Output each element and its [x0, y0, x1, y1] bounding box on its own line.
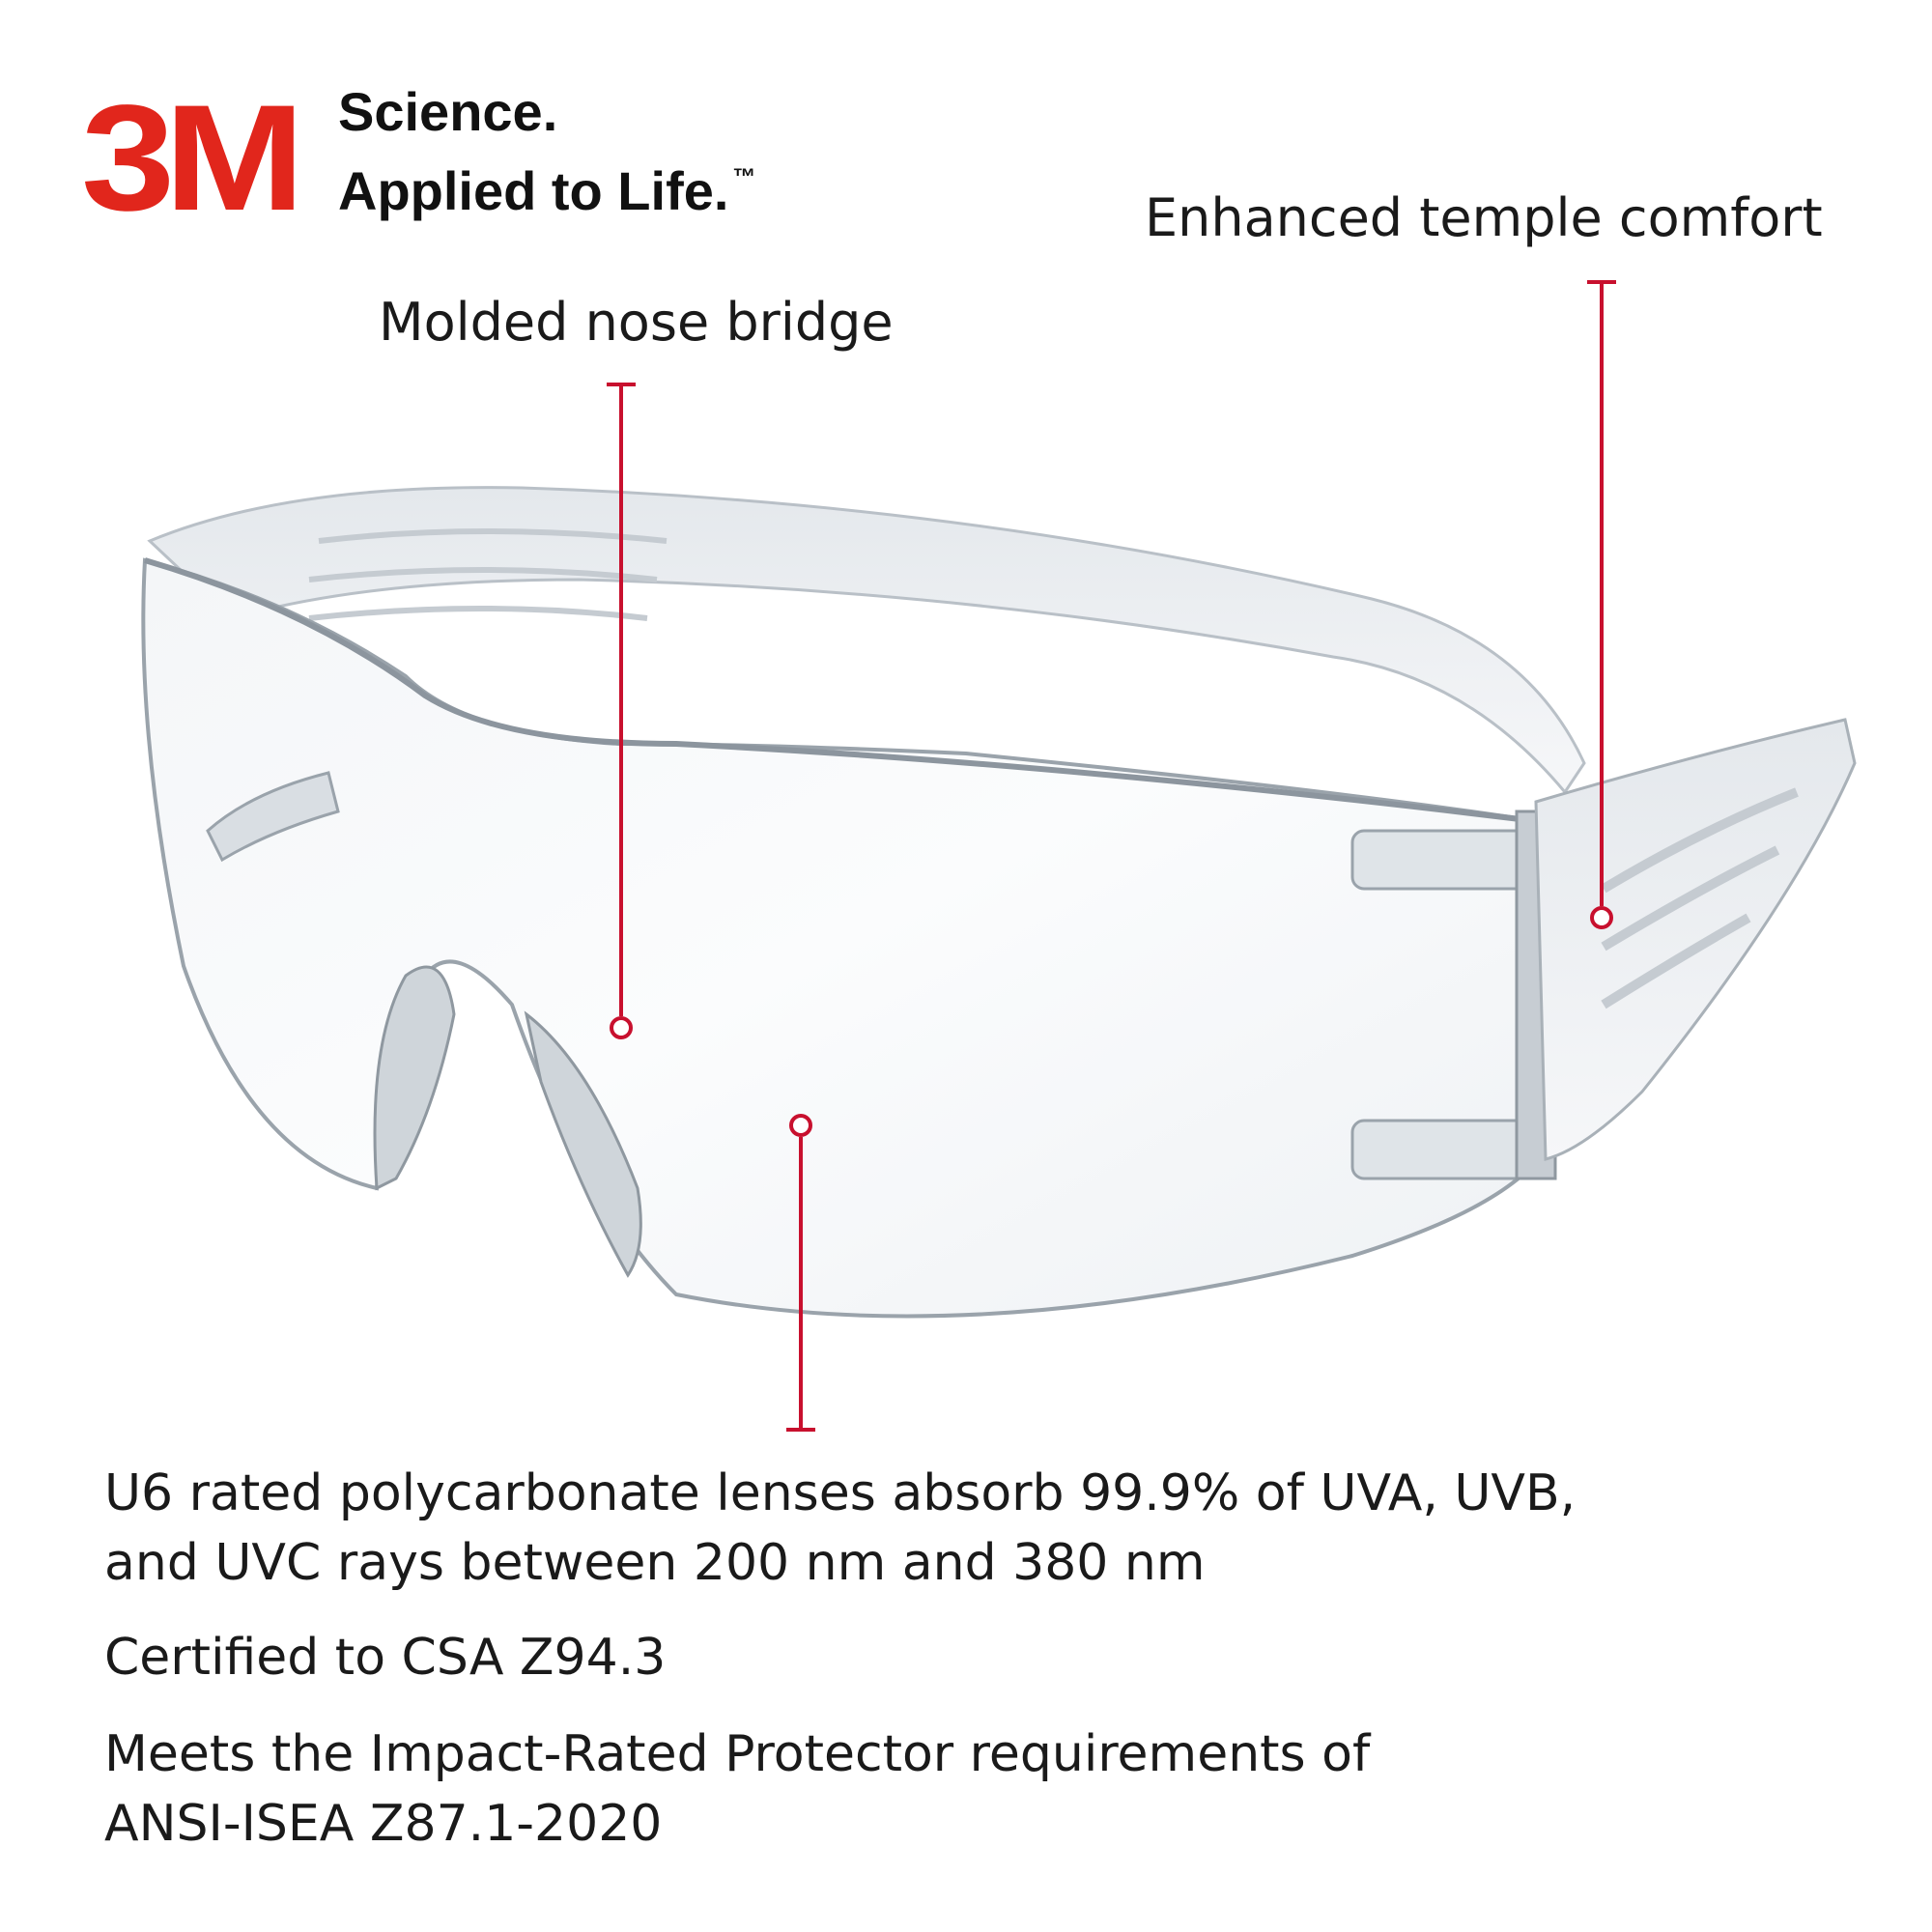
- trademark-symbol: ™: [732, 164, 756, 190]
- 3m-logo: 3M: [81, 74, 305, 242]
- temple-comfort-label: Enhanced temple comfort: [1145, 187, 1823, 248]
- certification-text: Certified to CSA Z94.3: [104, 1629, 667, 1687]
- tagline-line-2: Applied to Life.™: [338, 160, 756, 221]
- brand-tagline: Science. Applied to Life.™: [338, 79, 755, 224]
- nose-pointer: [607, 383, 636, 1039]
- tagline-line-1: Science.: [338, 81, 558, 142]
- nose-bridge-label: Molded nose bridge: [379, 292, 894, 353]
- lens-pointer: [786, 1114, 815, 1432]
- temple-pointer: [1587, 280, 1616, 929]
- impact-standard-text: Meets the Impact-Rated Protector require…: [104, 1725, 1371, 1853]
- lens-rating-text: U6 rated polycarbonate lenses absorb 99.…: [104, 1464, 1577, 1592]
